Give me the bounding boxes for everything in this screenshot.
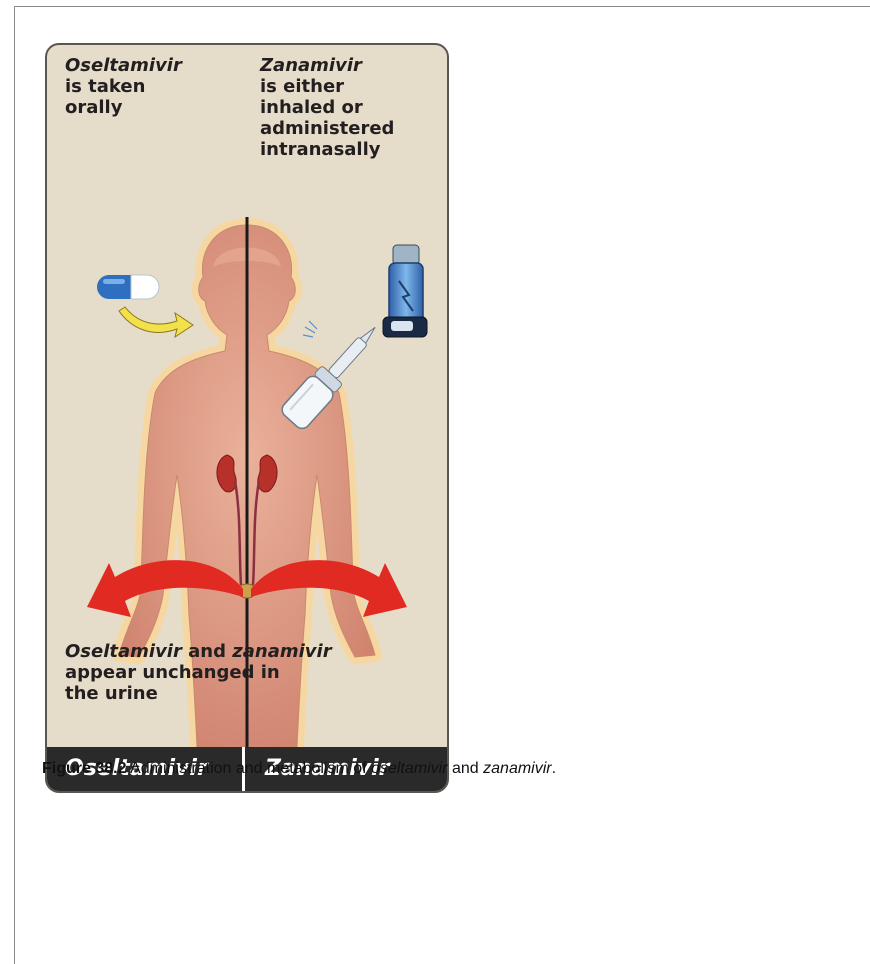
page-border-top bbox=[14, 6, 870, 7]
figure-caption: Figure 38.2 Administration and metabolis… bbox=[42, 760, 862, 778]
excretion-label: Oseltamivir and zanamivir appear unchang… bbox=[65, 641, 435, 704]
arrow-icon bbox=[119, 307, 193, 337]
capsule-icon bbox=[97, 275, 159, 299]
page-border-left bbox=[14, 6, 15, 964]
oseltamivir-route-label: Oseltamivir is taken orally bbox=[65, 55, 235, 118]
figure-number: Figure 38.2 bbox=[42, 760, 126, 777]
spray-mist bbox=[303, 321, 317, 337]
inhaler-icon bbox=[383, 245, 427, 337]
figure-panel: Oseltamivir is taken orally Zanamivir is… bbox=[45, 43, 449, 793]
zanamivir-route-label: Zanamivir is either inhaled or administe… bbox=[260, 55, 440, 160]
